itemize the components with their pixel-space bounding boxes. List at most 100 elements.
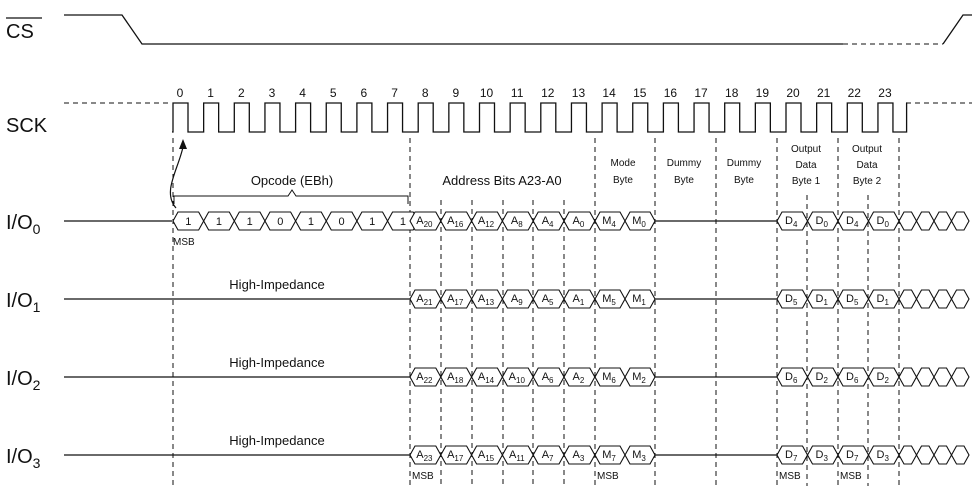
address-bit: A6 bbox=[542, 371, 554, 385]
clock-number: 1 bbox=[207, 86, 214, 100]
cs-rise bbox=[942, 14, 972, 45]
output1-label-3: Byte 1 bbox=[792, 176, 821, 187]
output-bit: D1 bbox=[816, 293, 829, 307]
clock-number: 21 bbox=[817, 86, 831, 100]
clock-number: 16 bbox=[664, 86, 678, 100]
mode-label-1: Mode bbox=[610, 158, 635, 169]
output2-label-1: Output bbox=[852, 144, 882, 155]
mode-bit: M5 bbox=[602, 293, 616, 307]
first-edge-arrow bbox=[169, 139, 187, 209]
mode-bit: M0 bbox=[632, 215, 646, 229]
io-label: I/O1 bbox=[6, 290, 41, 315]
msb-marker: MSB bbox=[840, 471, 862, 482]
cs-label: CS bbox=[6, 21, 34, 43]
cs-signal: CS bbox=[6, 14, 972, 45]
address-bit: A7 bbox=[542, 449, 554, 463]
phase-labels: Opcode (EBh) Address Bits A23-A0 Mode By… bbox=[173, 144, 882, 204]
clock-number: 0 bbox=[177, 86, 184, 100]
output-bit: D1 bbox=[877, 293, 890, 307]
clock-number: 13 bbox=[572, 86, 586, 100]
bus-cell bbox=[915, 289, 935, 309]
output-bit: D6 bbox=[846, 371, 859, 385]
high-impedance-label: High-Impedance bbox=[229, 433, 324, 448]
output1-label-1: Output bbox=[791, 144, 821, 155]
bus-cell bbox=[915, 367, 935, 387]
bus-cell bbox=[898, 367, 918, 387]
bus-cell bbox=[933, 367, 953, 387]
address-bit: A17 bbox=[447, 293, 464, 307]
bus-cell bbox=[950, 445, 970, 465]
address-bit: A13 bbox=[478, 293, 495, 307]
output-bit: D2 bbox=[877, 371, 890, 385]
address-bit: A16 bbox=[447, 215, 464, 229]
mode-label-2: Byte bbox=[613, 175, 633, 186]
clock-number: 15 bbox=[633, 86, 647, 100]
output-bit: D4 bbox=[785, 215, 798, 229]
output-bit: D5 bbox=[785, 293, 798, 307]
clock-number: 3 bbox=[269, 86, 276, 100]
output2-label-3: Byte 2 bbox=[853, 176, 882, 187]
address-bit: A22 bbox=[416, 371, 433, 385]
cs-waveform bbox=[64, 14, 843, 45]
bus-cell bbox=[933, 445, 953, 465]
address-bit: A4 bbox=[542, 215, 554, 229]
address-bit: A2 bbox=[573, 371, 585, 385]
opcode-bit: 1 bbox=[369, 216, 375, 228]
clock-number: 23 bbox=[878, 86, 892, 100]
output-bit: D2 bbox=[816, 371, 829, 385]
mode-bit: M7 bbox=[602, 449, 616, 463]
mode-bit: M6 bbox=[602, 371, 616, 385]
address-bit: A14 bbox=[478, 371, 495, 385]
output-bit: D3 bbox=[877, 449, 890, 463]
clock-number: 2 bbox=[238, 86, 245, 100]
output-bit: D0 bbox=[877, 215, 890, 229]
opcode-bit: 1 bbox=[247, 216, 253, 228]
opcode-bit: 0 bbox=[277, 216, 283, 228]
sck-label: SCK bbox=[6, 115, 48, 137]
address-bit: A12 bbox=[478, 215, 495, 229]
high-impedance-label: High-Impedance bbox=[229, 355, 324, 370]
bus-cell bbox=[933, 289, 953, 309]
clock-number: 22 bbox=[848, 86, 862, 100]
address-bit: A3 bbox=[573, 449, 585, 463]
bus-cell bbox=[950, 211, 970, 231]
address-label: Address Bits A23-A0 bbox=[442, 173, 561, 188]
address-bit: A23 bbox=[416, 449, 433, 463]
mode-bit: M2 bbox=[632, 371, 646, 385]
sck-waveform bbox=[172, 102, 908, 133]
output-bit: D7 bbox=[846, 449, 859, 463]
output-bit: D4 bbox=[846, 215, 859, 229]
address-bit: A15 bbox=[478, 449, 495, 463]
address-bit: A11 bbox=[509, 449, 525, 463]
opcode-bit: 1 bbox=[308, 216, 314, 228]
address-bit: A10 bbox=[509, 371, 526, 385]
address-bit: A21 bbox=[416, 293, 433, 307]
clock-number: 20 bbox=[786, 86, 800, 100]
opcode-label: Opcode (EBh) bbox=[251, 173, 333, 188]
address-bit: A8 bbox=[511, 215, 523, 229]
high-impedance-label: High-Impedance bbox=[229, 277, 324, 292]
opcode-bit: 0 bbox=[339, 216, 345, 228]
phase-dividers bbox=[172, 138, 900, 486]
bus-cell bbox=[915, 445, 935, 465]
msb-marker: MSB bbox=[173, 237, 195, 248]
clock-number: 10 bbox=[480, 86, 494, 100]
bus-cell bbox=[898, 211, 918, 231]
clock-number: 14 bbox=[602, 86, 616, 100]
address-bit: A9 bbox=[511, 293, 523, 307]
clock-number: 19 bbox=[756, 86, 770, 100]
io-label: I/O0 bbox=[6, 212, 41, 237]
address-bit: A5 bbox=[542, 293, 554, 307]
msb-marker: MSB bbox=[779, 471, 801, 482]
dummy2-label-1: Dummy bbox=[727, 158, 761, 169]
mode-bit: M1 bbox=[632, 293, 646, 307]
clock-number: 9 bbox=[453, 86, 460, 100]
mode-bit: M3 bbox=[632, 449, 646, 463]
dummy1-label-2: Byte bbox=[674, 175, 694, 186]
clock-number: 11 bbox=[511, 86, 524, 100]
clock-number: 17 bbox=[694, 86, 708, 100]
